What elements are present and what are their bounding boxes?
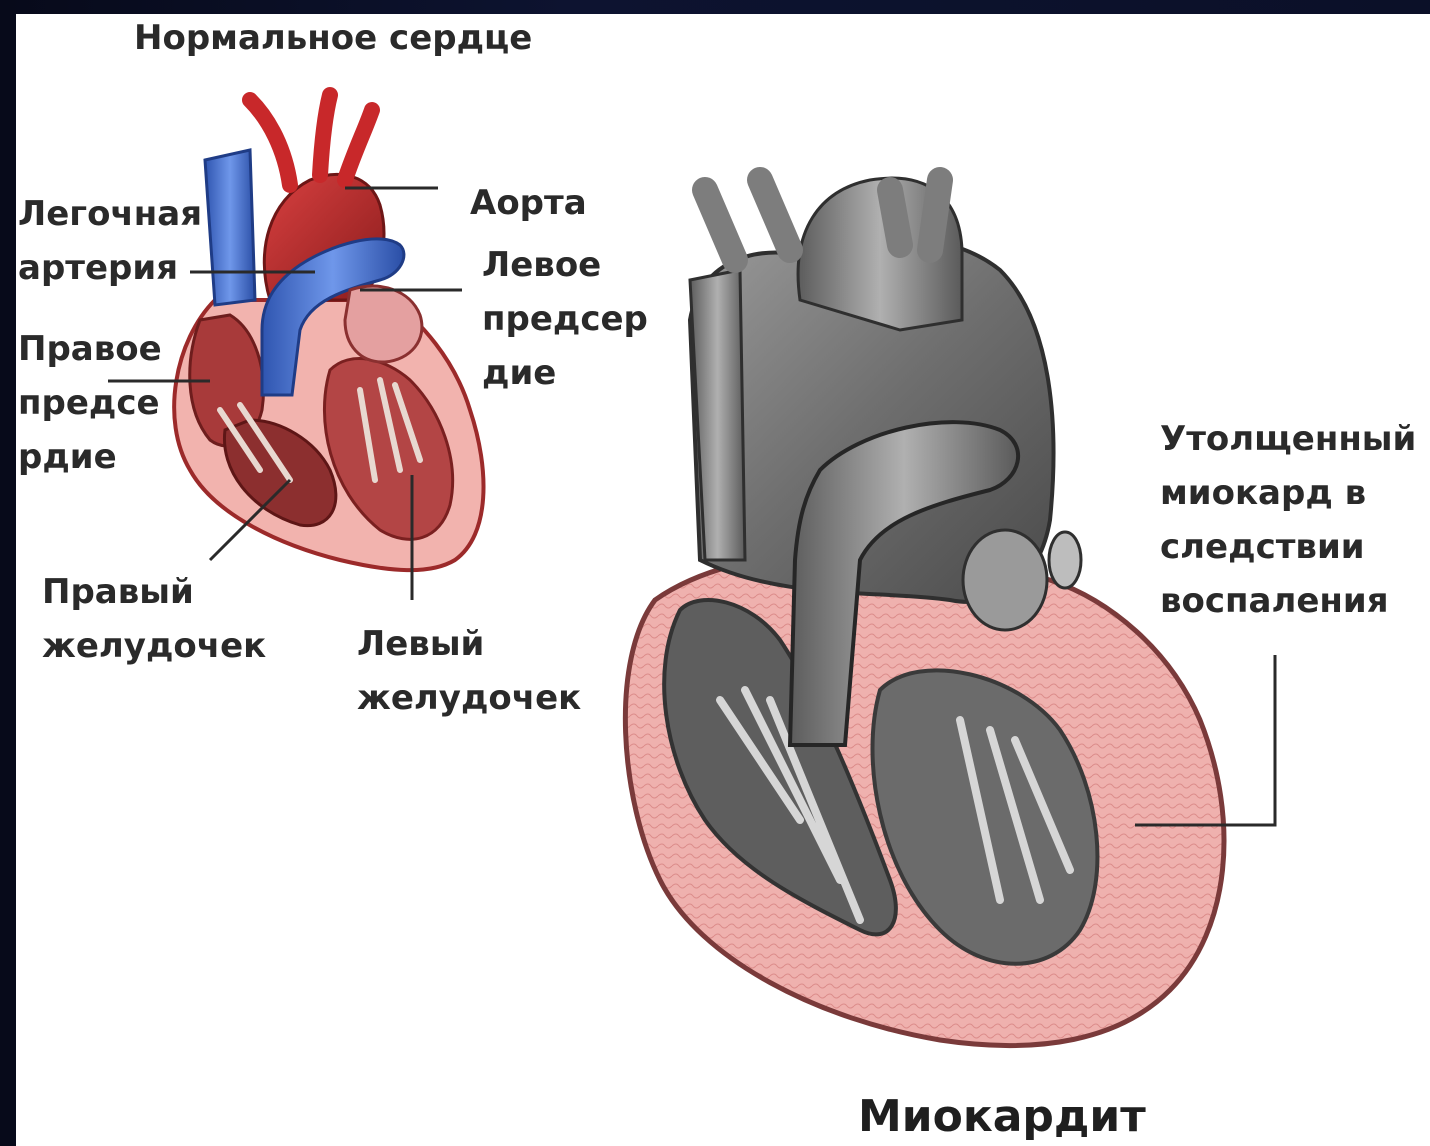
normal-left-atrium [345,286,422,362]
label-thickened-myocardium: Утолщенный миокард в следствии воспалени… [1160,412,1416,628]
myocarditis-left-atrium [963,530,1047,630]
normal-vena-cava [205,150,255,305]
label-aorta: Аорта [470,176,587,230]
label-pulmonary-artery: Легочная артерия [18,187,202,295]
myocarditis-heart-drawing [625,178,1224,1045]
label-right-atrium: Правое предсе рдие [18,322,162,484]
label-right-ventricle: Правый желудочек [42,565,266,673]
normal-heart-drawing [174,95,483,570]
myocarditis-pulmonary-vein [1049,532,1081,588]
myocarditis-title: Миокардит [858,1092,1146,1142]
normal-heart-title: Нормальное сердце [134,18,532,58]
label-left-ventricle: Левый желудочек [357,617,581,725]
normal-aorta-arch-branches [250,95,372,185]
label-left-atrium: Левое предсер дие [482,238,648,400]
